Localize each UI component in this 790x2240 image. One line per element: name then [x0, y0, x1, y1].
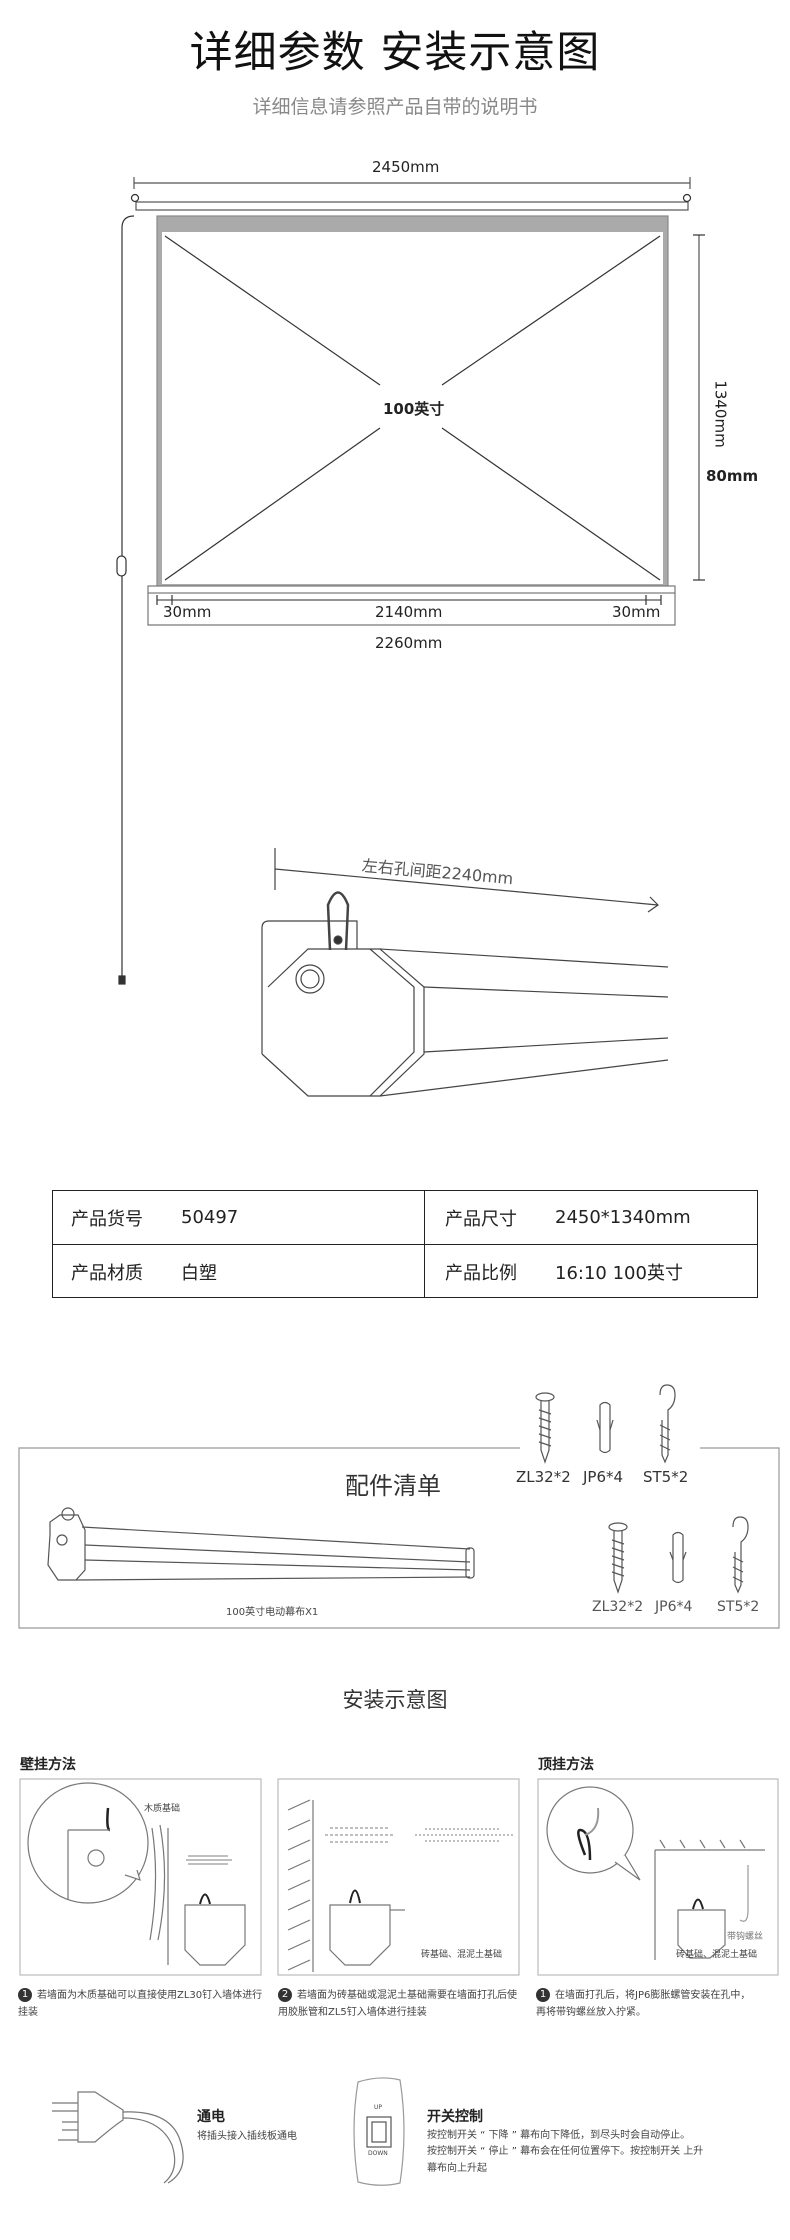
step-text: 在墙面打孔后，将JP6膨胀螺管安装在孔中，再将带钩螺丝放入拧紧。 — [536, 1990, 751, 2018]
ceiling-drawing — [546, 1786, 765, 1960]
step-text: 若墙面为砖基础或混泥土基础需要在墙面打孔后使用胶胀管和ZL5钉入墙体进行挂装 — [278, 1990, 517, 2018]
accessory-label: ST5*2 — [717, 1599, 760, 1615]
page-title: 详细参数 安装示意图 — [189, 28, 601, 78]
spec-label: 产品尺寸 — [445, 1208, 517, 1230]
screw-icons-lower — [608, 1516, 749, 1594]
plug-drawing — [52, 2091, 184, 2184]
screw-icons-upper — [535, 1384, 676, 1464]
accessory-label: JP6*4 — [583, 1468, 624, 1486]
switch-up-label: UP — [374, 2104, 383, 2111]
accessory-label: ST5*2 — [643, 1468, 689, 1486]
left-border-label: 30mm — [163, 603, 212, 621]
screen-size-label: 100英寸 — [380, 398, 448, 419]
switch-line: 按控制开关 “ 下降 ” 幕布向下降低，到尽头时会自动停止。 — [427, 2130, 691, 2141]
wood-base-label: 木质基础 — [144, 1804, 181, 1814]
wall-method-title: 壁挂方法 — [20, 1757, 76, 1773]
switch-line: 按控制开关 “ 停止 ” 幕布会在任何位置停下。按控制开关 上升 — [427, 2146, 704, 2157]
install-title: 安装示意图 — [342, 1688, 448, 1712]
spec-row: 产品材质 白塑 — [71, 1245, 217, 1298]
spec-table: 产品货号 50497 产品尺寸 2450*1340mm 产品材质 白塑 产品比例… — [52, 1190, 758, 1298]
spec-row: 产品尺寸 2450*1340mm — [445, 1191, 691, 1244]
wall-brick-drawing — [287, 1799, 515, 1972]
spec-value: 50497 — [181, 1207, 239, 1228]
accessories-title: 配件清单 — [345, 1472, 441, 1500]
spec-row: 产品货号 50497 — [71, 1191, 238, 1244]
roller-detail-diagram — [261, 848, 669, 1097]
spec-label: 产品比例 — [445, 1262, 517, 1284]
spec-value: 白塑 — [181, 1262, 217, 1284]
step-number: 1 — [536, 1988, 550, 2002]
spec-row: 产品比例 16:10 100英寸 — [445, 1245, 683, 1298]
step-number: 1 — [18, 1988, 32, 2002]
brick-base-label: 砖基础、混泥土基础 — [676, 1950, 758, 1960]
hook-screw-label: 带钩螺丝 — [727, 1932, 764, 1942]
power-text: 将插头接入插线板通电 — [197, 2131, 297, 2142]
bottom-width-label: 2260mm — [375, 634, 443, 652]
page-subtitle: 详细信息请参照产品自带的说明书 — [252, 96, 538, 118]
switch-drawing — [353, 2077, 405, 2186]
switch-title: 开关控制 — [427, 2109, 483, 2125]
switch-line: 幕布向上升起 — [427, 2163, 487, 2174]
top-margin-label: 80mm — [706, 467, 759, 485]
accessory-box — [18, 1447, 780, 1629]
height-label: 1340mm — [711, 380, 730, 448]
accessory-roller-drawing — [47, 1507, 475, 1581]
brick-base-label: 砖基础、混泥土基础 — [421, 1950, 503, 1960]
spec-label: 产品货号 — [71, 1208, 143, 1230]
spec-value: 2450*1340mm — [555, 1207, 691, 1228]
main-item-label: 100英寸电动幕布X1 — [226, 1607, 319, 1618]
install-panels — [19, 1778, 779, 1976]
wall-wood-drawing — [27, 1782, 246, 1966]
accessory-label: JP6*4 — [655, 1599, 693, 1615]
switch-down-label: DOWN — [368, 2150, 388, 2157]
right-border-label: 30mm — [612, 603, 661, 621]
step-text: 若墙面为木质基础可以直接使用ZL30钉入墙体进行挂装 — [18, 1990, 263, 2018]
power-title: 通电 — [197, 2109, 225, 2125]
step-number: 2 — [278, 1988, 292, 2002]
spec-label: 产品材质 — [71, 1262, 143, 1284]
accessory-label: ZL32*2 — [592, 1599, 644, 1615]
accessory-label: ZL32*2 — [516, 1468, 571, 1486]
total-width-label: 2450mm — [372, 158, 440, 176]
spec-value: 16:10 100英寸 — [555, 1262, 683, 1284]
view-width-label: 2140mm — [375, 603, 443, 621]
ceiling-method-title: 顶挂方法 — [538, 1757, 594, 1773]
